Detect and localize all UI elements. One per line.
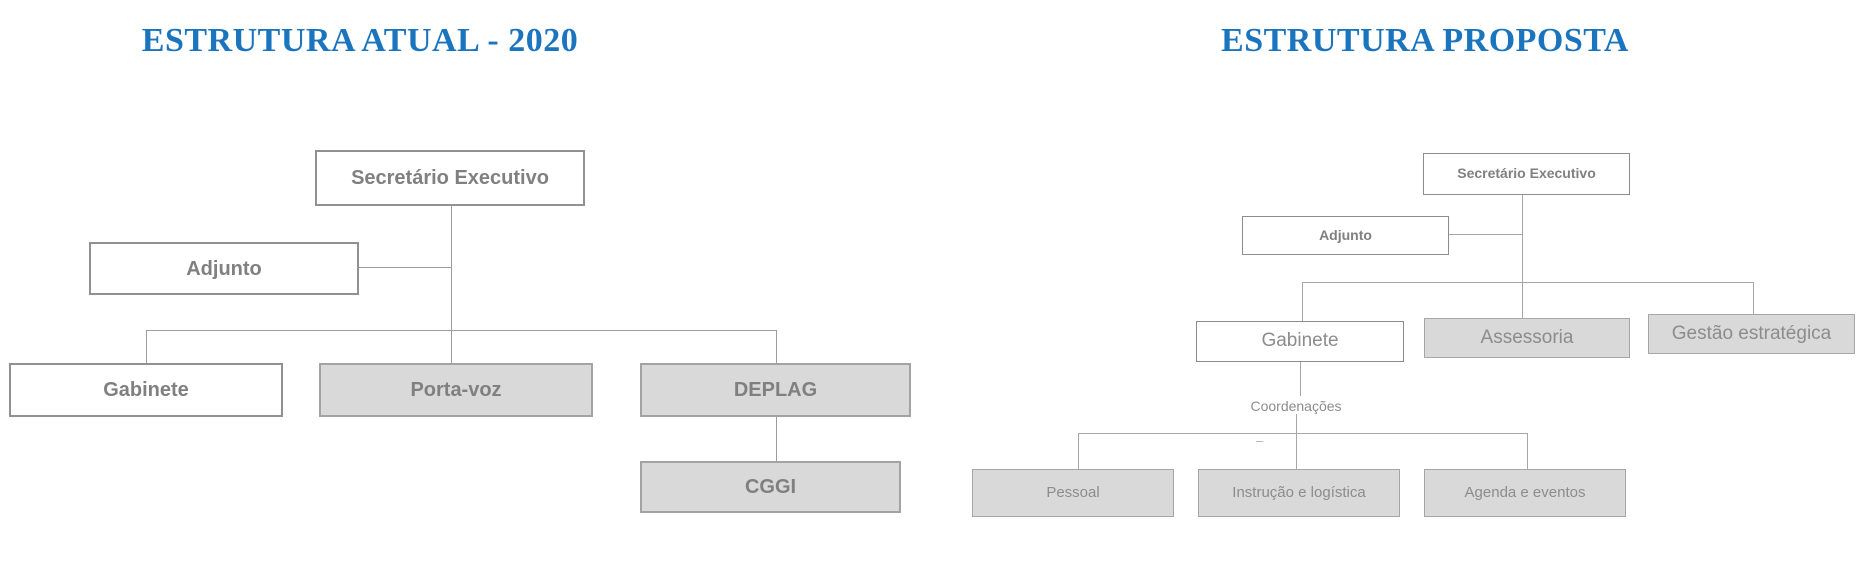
node-gabinete-atual: Gabinete — [9, 363, 283, 417]
connector-line — [1078, 433, 1528, 434]
node-instrucao-logistica: Instrução e logística — [1198, 469, 1400, 517]
connector-line — [1527, 433, 1528, 469]
connector-line — [1753, 282, 1754, 315]
node-cggi: CGGI — [640, 461, 901, 513]
connector-line — [359, 267, 452, 268]
node-label: Secretário Executivo — [351, 167, 549, 189]
connector-line — [1296, 414, 1297, 469]
node-label: Gabinete — [1261, 330, 1339, 352]
node-secretario-executivo-atual: Secretário Executivo — [315, 150, 585, 206]
connector-line — [146, 330, 777, 331]
node-label: Secretário Executivo — [1457, 165, 1596, 182]
proposed-structure-title: ESTRUTURA PROPOSTA — [1221, 22, 1629, 59]
node-label: CGGI — [744, 476, 797, 498]
node-pessoal: Pessoal — [972, 469, 1174, 517]
connector-line — [146, 330, 147, 363]
node-gabinete-proposto: Gabinete — [1196, 321, 1404, 362]
node-label: DEPLAG — [733, 379, 818, 401]
node-label: Adjunto — [186, 257, 262, 280]
node-label: Instrução e logística — [1232, 483, 1366, 501]
node-label: Assessoria — [1480, 326, 1574, 348]
node-label: Gestão estratégica — [1671, 322, 1832, 344]
coordenacoes-label: Coordenações — [1250, 398, 1342, 414]
node-agenda-eventos: Agenda e eventos — [1424, 469, 1626, 517]
connector-line — [776, 330, 777, 363]
connector-line — [451, 206, 452, 363]
connector-line — [1078, 433, 1079, 469]
node-deplag: DEPLAG — [640, 363, 911, 417]
node-adjunto-atual: Adjunto — [89, 242, 359, 295]
node-porta-voz: Porta-voz — [319, 363, 593, 417]
connector-line — [1302, 282, 1303, 322]
connector-line — [1302, 282, 1754, 283]
connector-line — [1300, 361, 1301, 396]
connector-line — [1522, 195, 1523, 318]
node-adjunto-proposto: Adjunto — [1242, 216, 1449, 255]
node-label: Pessoal — [1046, 483, 1100, 501]
connector-line — [1449, 234, 1522, 235]
node-secretario-executivo-proposto: Secretário Executivo — [1423, 153, 1630, 195]
connector-line — [776, 417, 777, 462]
node-label: Agenda e eventos — [1464, 483, 1586, 501]
node-label: Adjunto — [1319, 226, 1372, 243]
stray-dash-mark: – — [1256, 433, 1264, 448]
current-structure-title: ESTRUTURA ATUAL - 2020 — [141, 22, 579, 59]
node-assessoria: Assessoria — [1424, 318, 1630, 358]
node-gestao-estrategica: Gestão estratégica — [1648, 314, 1855, 354]
node-label: Porta-voz — [410, 379, 502, 401]
node-label: Gabinete — [103, 379, 189, 401]
